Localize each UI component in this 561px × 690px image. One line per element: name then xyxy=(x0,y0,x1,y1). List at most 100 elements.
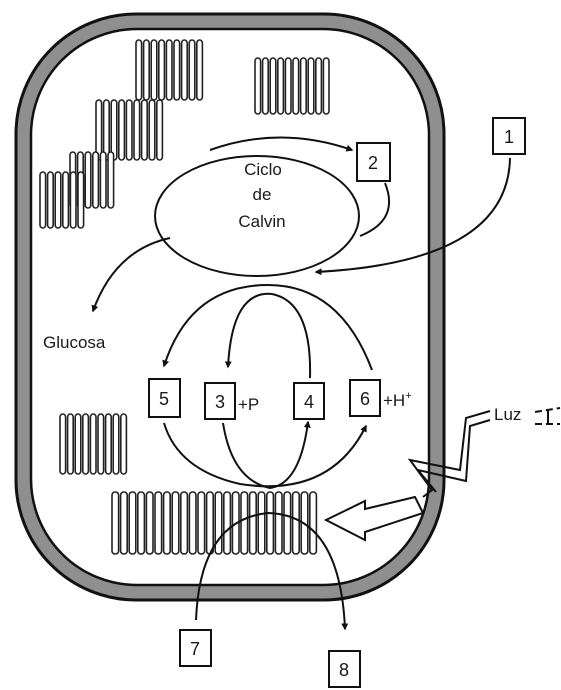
thylakoid-disc xyxy=(276,57,285,115)
box-3-number: 3 xyxy=(215,392,225,412)
arrow-1-to-cycle xyxy=(314,157,511,276)
thylakoid-disc xyxy=(254,57,262,115)
thylakoid-disc xyxy=(274,491,283,555)
thylakoid-disc xyxy=(308,491,318,555)
thylakoid-disc xyxy=(142,39,151,101)
thylakoid-disc xyxy=(299,57,308,115)
box-4 xyxy=(293,382,325,420)
thylakoid-disc xyxy=(110,99,118,161)
thylakoid-disc xyxy=(133,99,141,161)
thylakoid-disc xyxy=(261,57,270,115)
thylakoid-disc xyxy=(156,99,164,161)
box-6-number: 6 xyxy=(360,389,370,409)
light-ray-dashes xyxy=(534,407,561,425)
box-1 xyxy=(492,117,526,155)
thylakoid-disc xyxy=(307,57,315,115)
thylakoid-disc xyxy=(69,171,77,229)
thylakoid-disc xyxy=(197,491,206,555)
thylakoid-disc xyxy=(74,413,82,475)
thylakoid-disc xyxy=(150,39,158,101)
thylakoid-disc xyxy=(154,491,163,555)
arrow-7-to-8-arc xyxy=(195,511,349,631)
box-6 xyxy=(349,379,381,417)
thylakoid-disc xyxy=(205,491,215,555)
thylakoid-grana xyxy=(39,39,330,555)
thylakoid-disc xyxy=(292,57,300,115)
thylakoid-disc xyxy=(240,491,249,555)
box-3 xyxy=(204,382,236,420)
calvin-label-line1: Ciclo xyxy=(244,160,282,179)
thylakoid-disc xyxy=(104,413,112,475)
thylakoid-disc xyxy=(92,151,100,209)
thylakoid-disc xyxy=(135,39,143,101)
thylakoid-disc xyxy=(162,491,172,555)
thylakoid-disc xyxy=(77,171,85,229)
thylakoid-disc xyxy=(118,99,126,161)
arrow-cycle-to-2 xyxy=(209,136,354,152)
thylakoid-disc xyxy=(265,491,275,555)
hydrogen-label: +H xyxy=(383,391,405,410)
thylakoid-disc xyxy=(180,39,189,101)
thylakoid-disc xyxy=(269,57,277,115)
thylakoid-disc xyxy=(188,39,196,101)
thylakoid-disc xyxy=(196,39,204,101)
thylakoid-disc xyxy=(158,39,166,101)
chloroplast-inner-membrane xyxy=(29,27,431,587)
calvin-cycle-ellipse xyxy=(154,155,360,277)
thylakoid-disc xyxy=(120,413,128,475)
arrow-6-to-5-arc xyxy=(162,283,373,371)
box-2 xyxy=(356,142,391,182)
arrow-4-to-3-arc xyxy=(224,292,312,379)
thylakoid-disc xyxy=(66,413,74,475)
thylakoid-disc xyxy=(82,413,90,475)
calvin-label-line2: de xyxy=(253,185,272,204)
box-8 xyxy=(328,650,361,688)
thylakoid-disc xyxy=(111,491,120,555)
arrow-2-to-cycle xyxy=(359,182,390,237)
box-5 xyxy=(148,378,181,418)
light-bolt-inner xyxy=(415,419,491,493)
thylakoid-disc xyxy=(145,491,154,555)
box-5-number: 5 xyxy=(159,389,169,409)
thylakoid-disc xyxy=(257,491,266,555)
thylakoid-disc xyxy=(102,99,110,161)
thylakoid-disc xyxy=(128,491,137,555)
box-8-number: 8 xyxy=(339,660,349,680)
thylakoid-disc xyxy=(84,151,92,209)
thylakoid-disc xyxy=(180,491,189,555)
thylakoid-disc xyxy=(314,57,323,115)
thylakoid-disc xyxy=(39,171,47,229)
light-bolt xyxy=(407,410,491,498)
box-1-number: 1 xyxy=(504,127,514,147)
thylakoid-disc xyxy=(125,99,133,161)
thylakoid-disc xyxy=(248,491,258,555)
thylakoid-disc xyxy=(165,39,173,101)
thylakoid-disc xyxy=(284,57,292,115)
thylakoid-disc xyxy=(119,491,128,555)
light-arrow xyxy=(323,495,425,542)
thylakoid-disc xyxy=(107,151,115,209)
thylakoid-disc xyxy=(99,151,107,209)
thylakoid-disc xyxy=(46,171,54,229)
hydrogen-charge: + xyxy=(405,390,411,402)
thylakoid-disc xyxy=(61,171,70,229)
thylakoid-disc xyxy=(283,491,292,555)
thylakoid-disc xyxy=(112,413,120,475)
box-3-suffix: +P xyxy=(238,395,259,414)
thylakoid-disc xyxy=(137,491,146,555)
glucosa-label: Glucosa xyxy=(43,333,106,352)
thylakoid-disc xyxy=(223,491,232,555)
arrow-3-to-4-arc xyxy=(222,420,311,490)
arrow-5-to-6-arc xyxy=(163,422,367,488)
thylakoid-disc xyxy=(140,99,149,161)
thylakoid-disc xyxy=(89,413,97,475)
thylakoid-disc xyxy=(54,171,62,229)
thylakoid-disc xyxy=(188,491,197,555)
arrow-cycle-to-glucosa xyxy=(91,237,171,313)
thylakoid-disc xyxy=(95,99,103,161)
thylakoid-disc xyxy=(148,99,156,161)
thylakoid-disc xyxy=(171,491,180,555)
thylakoid-disc xyxy=(59,413,67,475)
luz-label: Luz xyxy=(494,405,521,424)
